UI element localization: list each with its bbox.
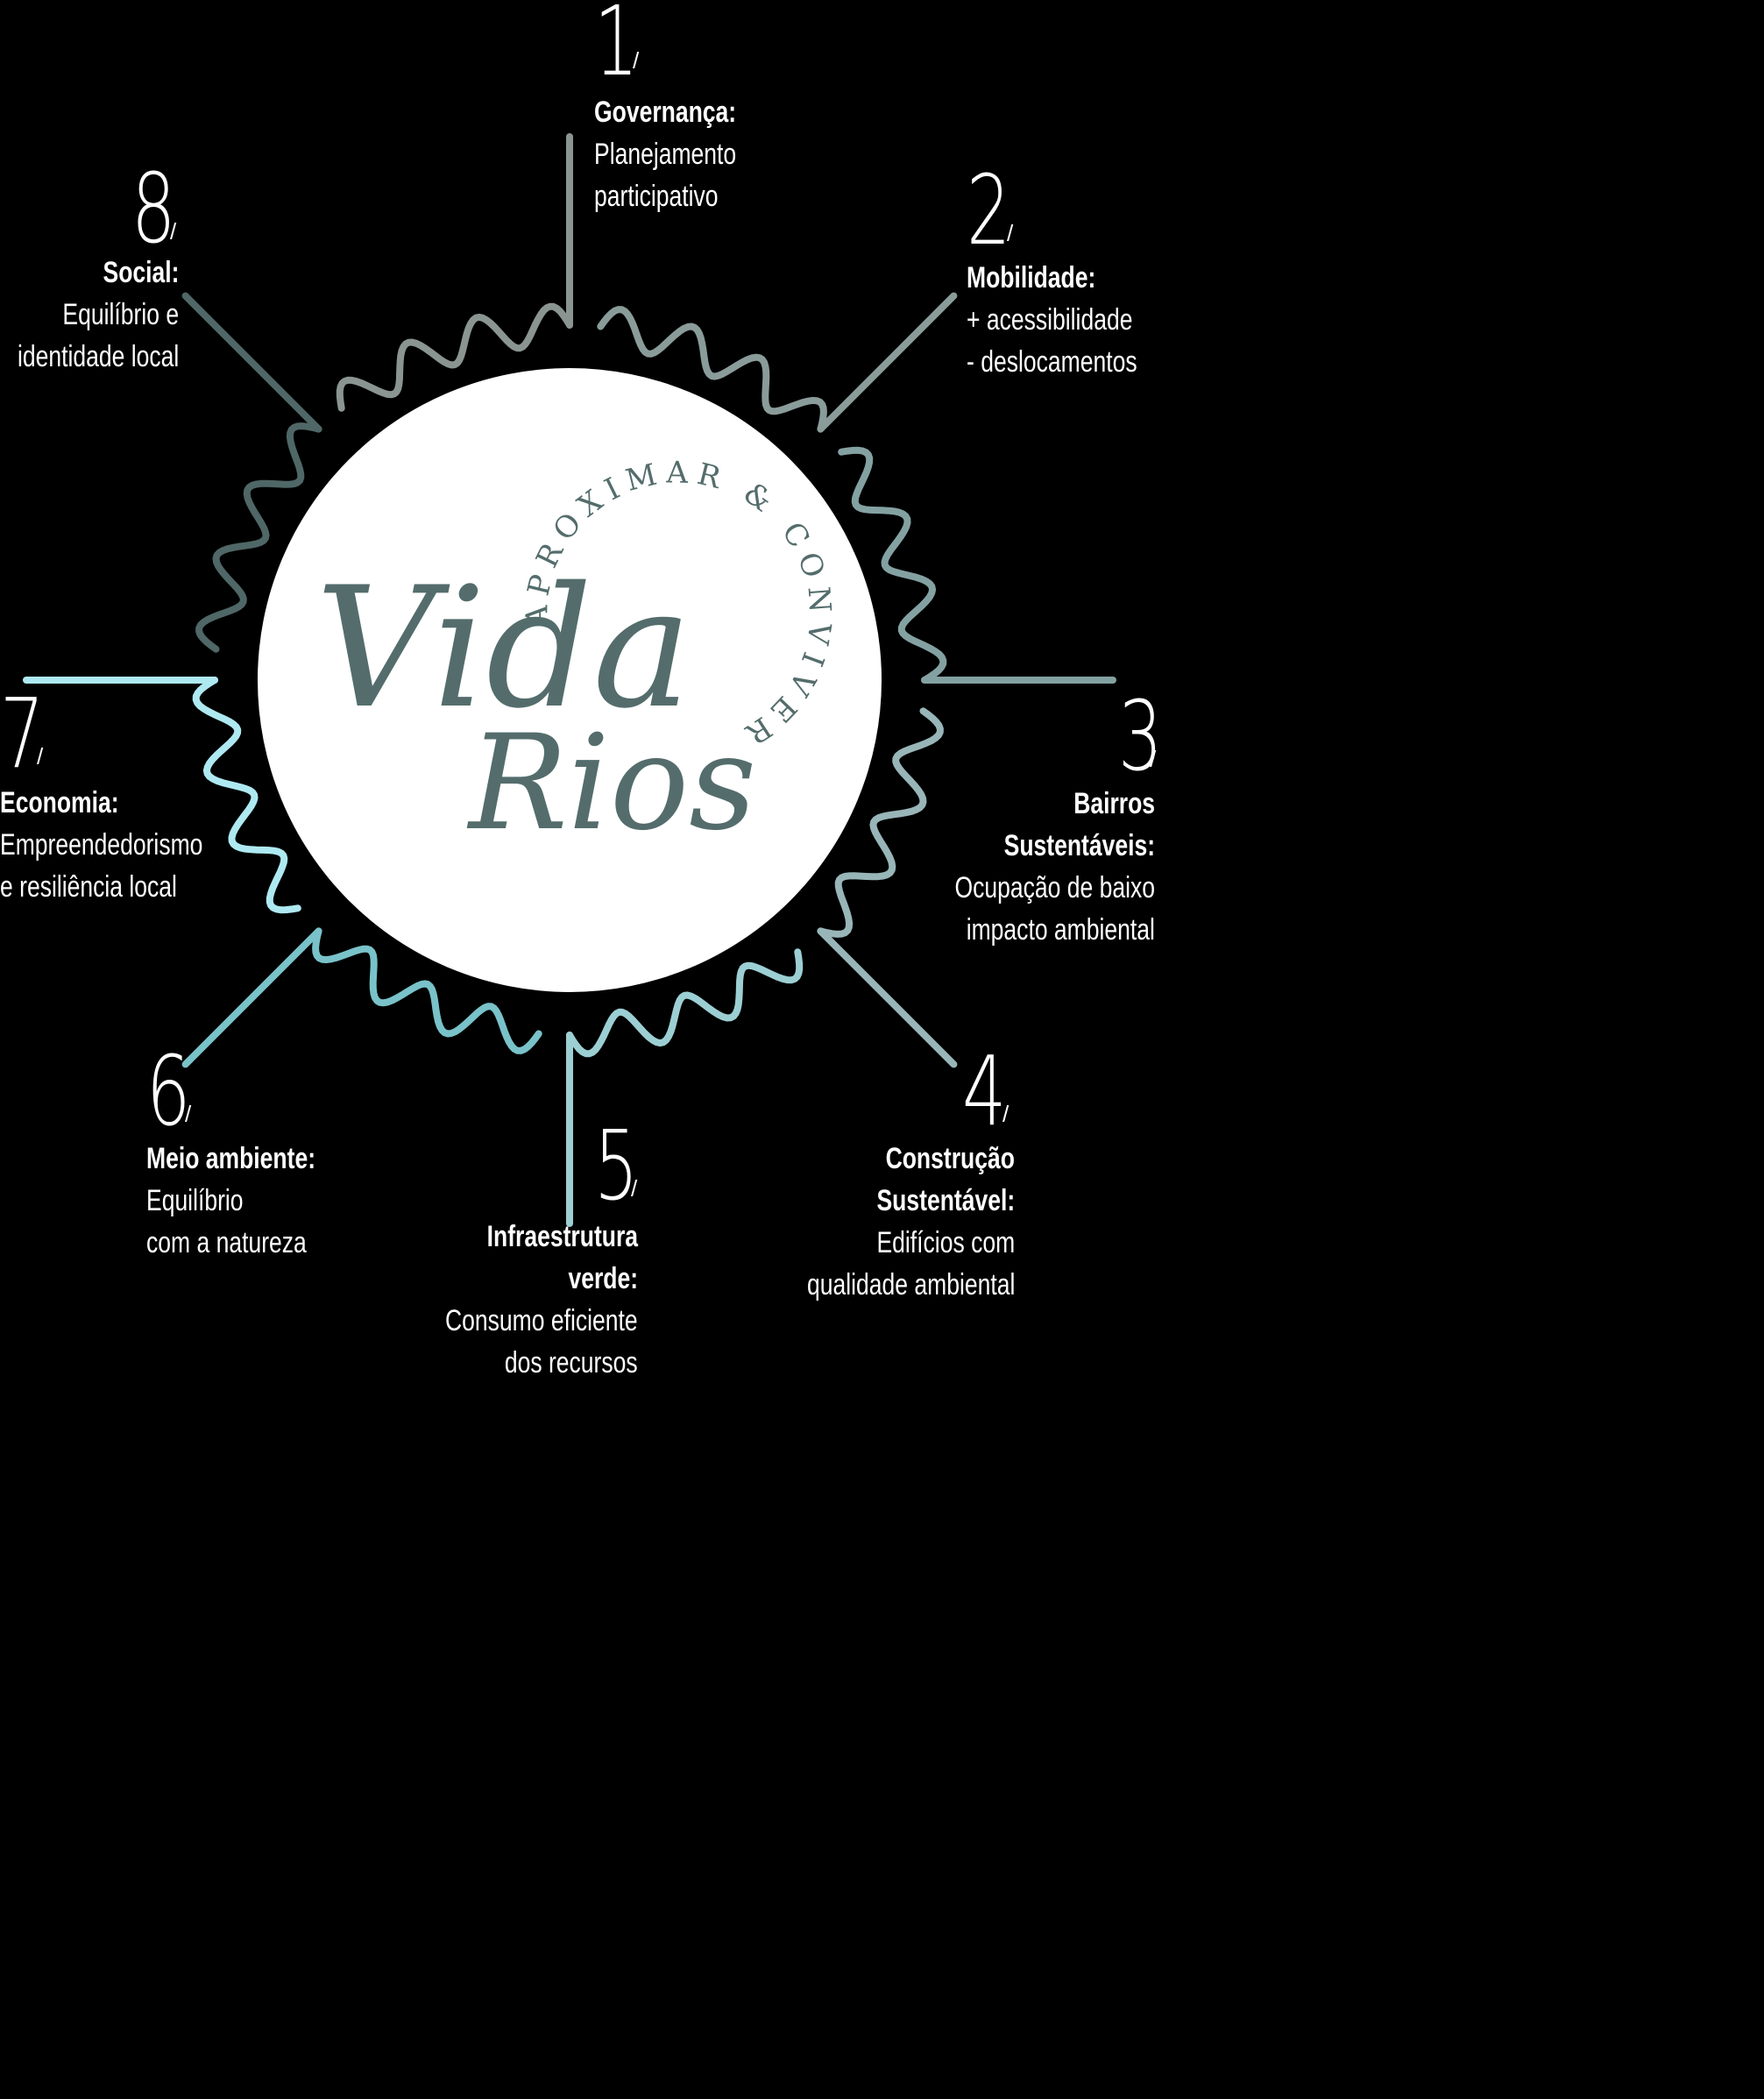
item-2-desc-1: + acessibilidade — [967, 299, 1132, 341]
item-8-title: Social: — [103, 252, 179, 294]
item-1-desc-1: Planejamento — [594, 133, 736, 175]
item-1-title: Governança: — [594, 91, 736, 133]
item-6-desc-1: Equilíbrio — [146, 1180, 244, 1222]
item-7-number: 7 — [0, 685, 42, 782]
item-2-number: 2 — [967, 162, 1009, 259]
item-5-number: 5 — [594, 1117, 636, 1214]
ray-4-spoke — [820, 931, 953, 1064]
item-1-desc-2: participativo — [594, 175, 719, 217]
item-2-slash: / — [1007, 220, 1013, 247]
item-5-desc-1: Consumo eficiente — [445, 1300, 638, 1342]
item-7-desc-2: e resiliência local — [0, 866, 177, 908]
item-3-slash: / — [1150, 746, 1156, 773]
item-7-desc-1: Empreendedorismo — [0, 824, 202, 866]
item-5-title-2: verde: — [568, 1258, 638, 1300]
item-6-desc-2: com a natureza — [146, 1222, 307, 1264]
item-7-title: Economia: — [0, 782, 119, 824]
item-4-desc-2: qualidade ambiental — [807, 1264, 1015, 1306]
item-3-title-2: Sustentáveis: — [1004, 825, 1155, 867]
item-6-title: Meio ambiente: — [146, 1138, 315, 1180]
item-8-desc-1: Equilíbrio e — [62, 294, 179, 336]
item-6-slash: / — [185, 1101, 191, 1128]
ray-2-spoke — [820, 296, 953, 429]
item-4-title-2: Sustentável: — [876, 1180, 1015, 1222]
item-5-desc-2: dos recursos — [505, 1342, 638, 1384]
item-1-slash: / — [633, 47, 639, 74]
item-4-slash: / — [1002, 1101, 1009, 1128]
item-3-desc-2: impacto ambiental — [967, 909, 1155, 951]
item-3-title-1: Bairros — [1073, 783, 1155, 825]
item-8-number: 8 — [131, 160, 174, 257]
item-3-desc-1: Ocupação de baixo — [954, 867, 1155, 909]
logo-rios-text: Rios — [466, 707, 756, 860]
item-5-slash: / — [631, 1175, 637, 1202]
item-2-desc-2: - deslocamentos — [967, 341, 1137, 383]
item-7-slash: / — [37, 743, 43, 770]
item-5-title-1: Infraestrutura — [487, 1216, 638, 1258]
item-1-number: 1 — [594, 0, 636, 89]
item-4-title-1: Construção — [886, 1138, 1015, 1180]
item-8-desc-2: identidade local — [18, 336, 179, 378]
item-2-title: Mobilidade: — [967, 257, 1095, 299]
item-4-number: 4 — [962, 1043, 1004, 1139]
item-6-number: 6 — [146, 1043, 188, 1139]
ray-8-spoke — [186, 296, 319, 429]
item-8-slash: / — [170, 218, 176, 245]
ray-6-spoke — [186, 931, 319, 1064]
item-4-desc-1: Edifícios com — [876, 1222, 1015, 1264]
